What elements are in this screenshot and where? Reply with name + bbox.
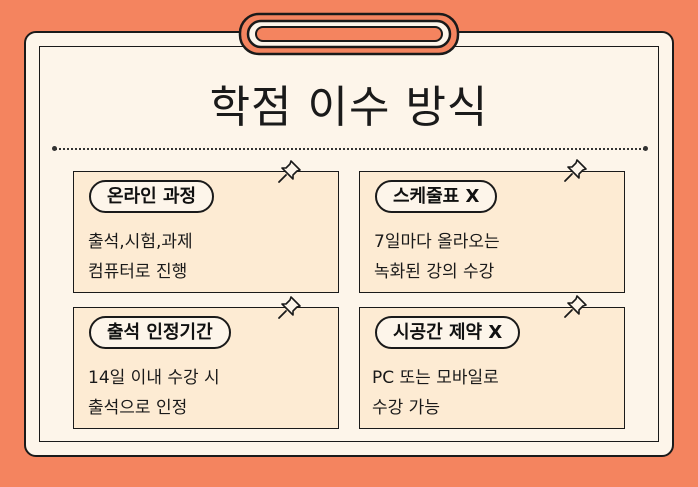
push-pin-icon [278, 160, 301, 183]
card-body: 출석,시험,과제 컴퓨터로 진행 [88, 227, 193, 287]
card-label: 출석 인정기간 [89, 316, 231, 349]
card-attendance-period: 출석 인정기간 14일 이내 수강 시 출석으로 인정 [73, 307, 339, 429]
dotted-divider [52, 146, 648, 151]
card-line: 출석,시험,과제 [88, 232, 193, 252]
card-line: 녹화된 강의 수강 [374, 262, 495, 282]
push-pin-icon [278, 296, 301, 319]
card-line: 7일마다 올라오는 [374, 232, 500, 252]
card-label: 온라인 과정 [89, 180, 215, 213]
card-label: 시공간 제약 X [375, 316, 521, 349]
push-pin-icon [564, 159, 587, 182]
card-label: 스케줄표 X [375, 180, 498, 213]
card-line: 출석으로 인정 [88, 398, 188, 418]
card-line: 컴퓨터로 진행 [88, 262, 188, 282]
card-no-schedule: 스케줄표 X 7일마다 올라오는 녹화된 강의 수강 [359, 171, 625, 293]
card-no-space-time-limit: 시공간 제약 X PC 또는 모바일로 수강 가능 [359, 307, 625, 429]
card-body: 7일마다 올라오는 녹화된 강의 수강 [374, 227, 500, 287]
card-line: 14일 이내 수강 시 [88, 368, 220, 388]
card-line: 수강 가능 [372, 398, 440, 418]
push-pin-icon [564, 295, 587, 318]
paper-clip-icon [238, 12, 460, 56]
card-line: PC 또는 모바일로 [372, 368, 499, 388]
card-body: 14일 이내 수강 시 출석으로 인정 [88, 363, 220, 423]
card-online-course: 온라인 과정 출석,시험,과제 컴퓨터로 진행 [73, 171, 339, 293]
card-body: PC 또는 모바일로 수강 가능 [372, 363, 499, 423]
page-title: 학점 이수 방식 [209, 82, 489, 133]
